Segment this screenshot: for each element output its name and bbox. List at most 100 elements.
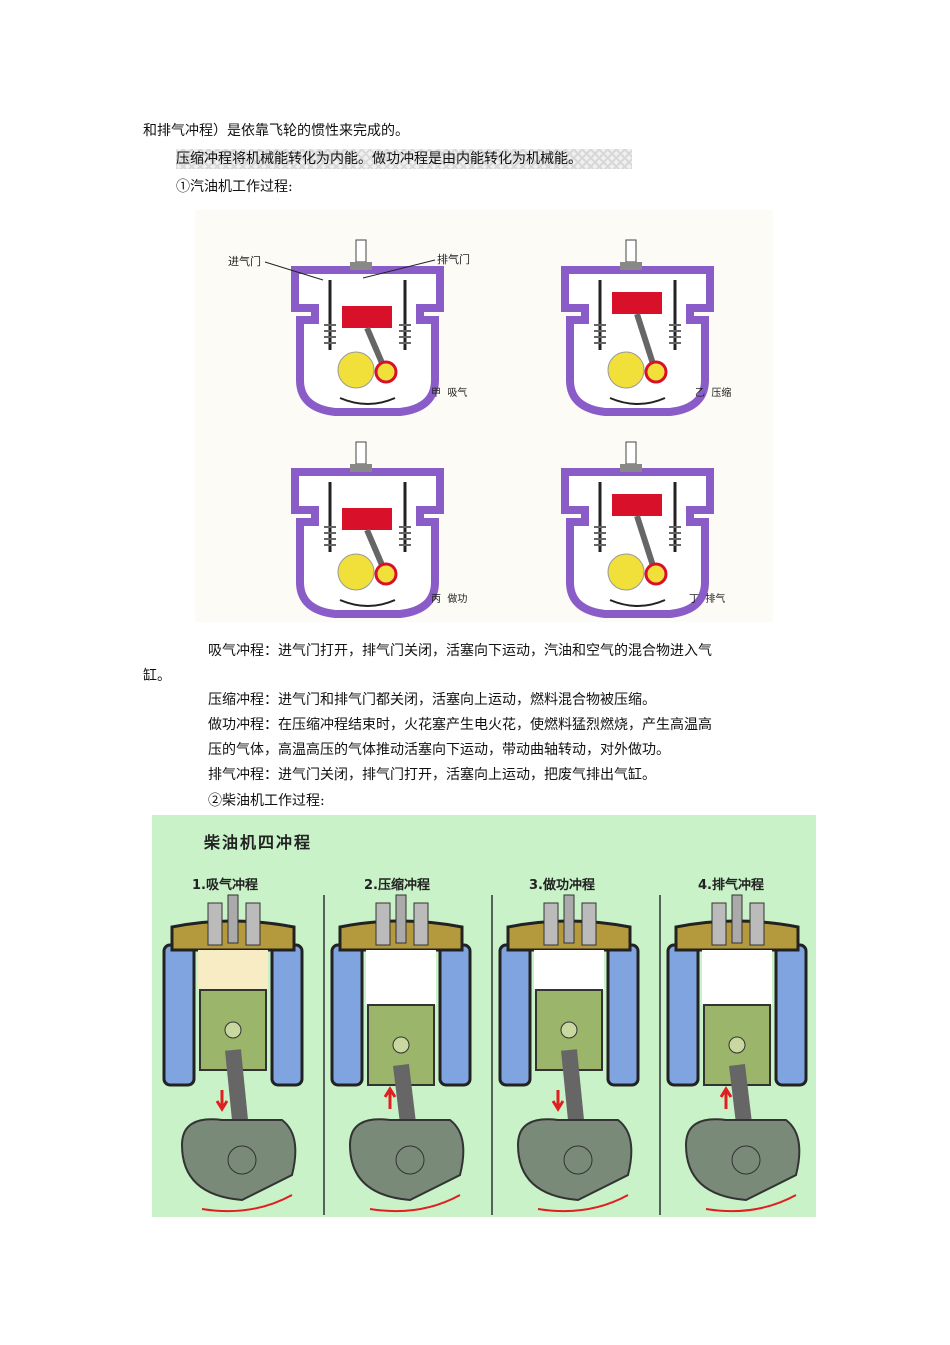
valve-spring: [324, 324, 336, 344]
spark-plug-base: [620, 262, 642, 270]
combustion-chamber: [366, 950, 436, 1005]
flywheel: [607, 351, 645, 389]
valve-spring: [669, 526, 681, 546]
cylinder-wall-right: [438, 943, 472, 1087]
diesel-engine-4: [666, 894, 808, 1213]
diesel-stroke-label-4: 4.排气冲程: [698, 877, 764, 893]
connecting-rod: [634, 515, 658, 573]
fuel-injector: [395, 894, 407, 944]
rotation-arrow: [201, 1194, 293, 1213]
diesel-stroke-label-3: 3.做功冲程: [529, 877, 595, 893]
valve-spring: [399, 324, 411, 344]
spark-plug: [625, 239, 637, 263]
cylinder-wall-right: [606, 943, 640, 1087]
spark-plug-base: [350, 464, 372, 472]
gasoline-engine-figure: 进气门 排气门 甲 吸气 乙 压缩 丙 做功 丁 排气: [195, 210, 773, 622]
intake-label-leader: [264, 261, 324, 281]
cylinder-wall-left: [330, 943, 364, 1087]
cylinder-wall-right: [774, 943, 808, 1087]
compression-stroke-text: 压缩冲程：进气门和排气门都关闭，活塞向上运动，燃料混合物被压缩。: [208, 692, 656, 708]
rotation-arrow: [609, 599, 666, 607]
exhaust-valve-label: 排气门: [437, 252, 470, 266]
piston-pin: [224, 1021, 242, 1039]
intake-valve-label: 进气门: [228, 254, 261, 268]
cylinder-wall-left: [162, 943, 196, 1087]
diesel-stroke-label-2: 2.压缩冲程: [364, 877, 430, 893]
rotation-arrow: [339, 397, 396, 405]
motion-arrow: [719, 1086, 733, 1109]
spark-plug: [355, 239, 367, 263]
combustion-chamber: [702, 950, 772, 1005]
valve-spring: [399, 526, 411, 546]
intake-valve-spring: [207, 902, 223, 946]
flywheel: [607, 553, 645, 591]
intake-stroke-text: 吸气冲程：进气门打开，排气门关闭，活塞向下运动，汽油和空气的混合物进入气: [208, 643, 712, 659]
cylinder-block: [291, 266, 444, 416]
caption-power: 丙 做功: [431, 592, 467, 605]
exhaust-valve-spring: [413, 902, 429, 946]
rotation-arrow: [705, 1194, 797, 1213]
diesel-engine-2: [330, 894, 472, 1213]
intake-valve-spring: [375, 902, 391, 946]
connecting-rod: [634, 313, 658, 371]
diesel-stroke-label-1: 1.吸气冲程: [192, 877, 258, 893]
exhaust-label-leader: [362, 259, 436, 279]
crank-pin: [374, 360, 398, 384]
piston: [342, 508, 392, 530]
valve-spring: [594, 324, 606, 344]
rotation-arrow: [369, 1194, 461, 1213]
spark-plug: [355, 441, 367, 465]
caption-exhaust: 丁 排气: [689, 592, 725, 605]
diesel-heading: ②柴油机工作过程:: [208, 793, 325, 809]
spark-plug-base: [620, 464, 642, 472]
power-stroke-text: 做功冲程：在压缩冲程结束时，火花塞产生电火花，使燃料猛烈燃烧，产生高温高: [208, 717, 712, 733]
cylinder-wall-left: [498, 943, 532, 1087]
diesel-engine-1: [162, 894, 304, 1213]
cylinder-block: [291, 468, 444, 618]
rotation-arrow: [609, 397, 666, 405]
piston-pin: [392, 1036, 410, 1054]
exhaust-valve-spring: [749, 902, 765, 946]
crank-journal: [563, 1145, 593, 1175]
crank-pin: [644, 562, 668, 586]
gasoline-engine-4: [561, 441, 714, 618]
combustion-chamber: [198, 950, 268, 990]
fuel-injector: [731, 894, 743, 944]
flywheel: [337, 351, 375, 389]
valve-spring: [594, 526, 606, 546]
exhaust-stroke-text: 排气冲程：进气门关闭，排气门打开，活塞向上运动，把废气排出气缸。: [208, 767, 656, 783]
fuel-injector: [563, 894, 575, 944]
cylinder-block: [561, 266, 714, 416]
motion-arrow: [551, 1090, 565, 1112]
crank-journal: [227, 1145, 257, 1175]
rotation-arrow: [339, 599, 396, 607]
cylinder-wall-right: [270, 943, 304, 1087]
caption-compression: 乙 压缩: [695, 386, 731, 399]
spark-plug-base: [350, 262, 372, 270]
piston-pin: [560, 1021, 578, 1039]
gasoline-engine-1: [291, 239, 444, 416]
crank-pin: [374, 562, 398, 586]
gasoline-heading: ①汽油机工作过程:: [176, 179, 293, 195]
piston-pin: [728, 1036, 746, 1054]
fuel-injector: [227, 894, 239, 944]
spark-plug: [625, 441, 637, 465]
gasoline-engine-3: [291, 441, 444, 618]
crank-pin: [644, 360, 668, 384]
power-stroke-text-cont: 压的气体，高温高压的气体推动活塞向下运动，带动曲轴转动，对外做功。: [208, 742, 670, 758]
piston: [342, 306, 392, 328]
caption-intake: 甲 吸气: [431, 386, 467, 399]
intake-stroke-text-cont: 缸。: [143, 668, 171, 684]
exhaust-valve-spring: [245, 902, 261, 946]
intake-valve-spring: [543, 902, 559, 946]
gasoline-engine-2: [561, 239, 714, 416]
piston: [612, 494, 662, 516]
cylinder-wall-left: [666, 943, 700, 1087]
diesel-engine-3: [498, 894, 640, 1213]
valve-spring: [669, 324, 681, 344]
intake-valve-spring: [711, 902, 727, 946]
combustion-chamber: [534, 950, 604, 990]
diesel-figure-title: 柴油机四冲程: [203, 833, 312, 852]
motion-arrow: [215, 1090, 229, 1112]
rotation-arrow: [537, 1194, 629, 1213]
